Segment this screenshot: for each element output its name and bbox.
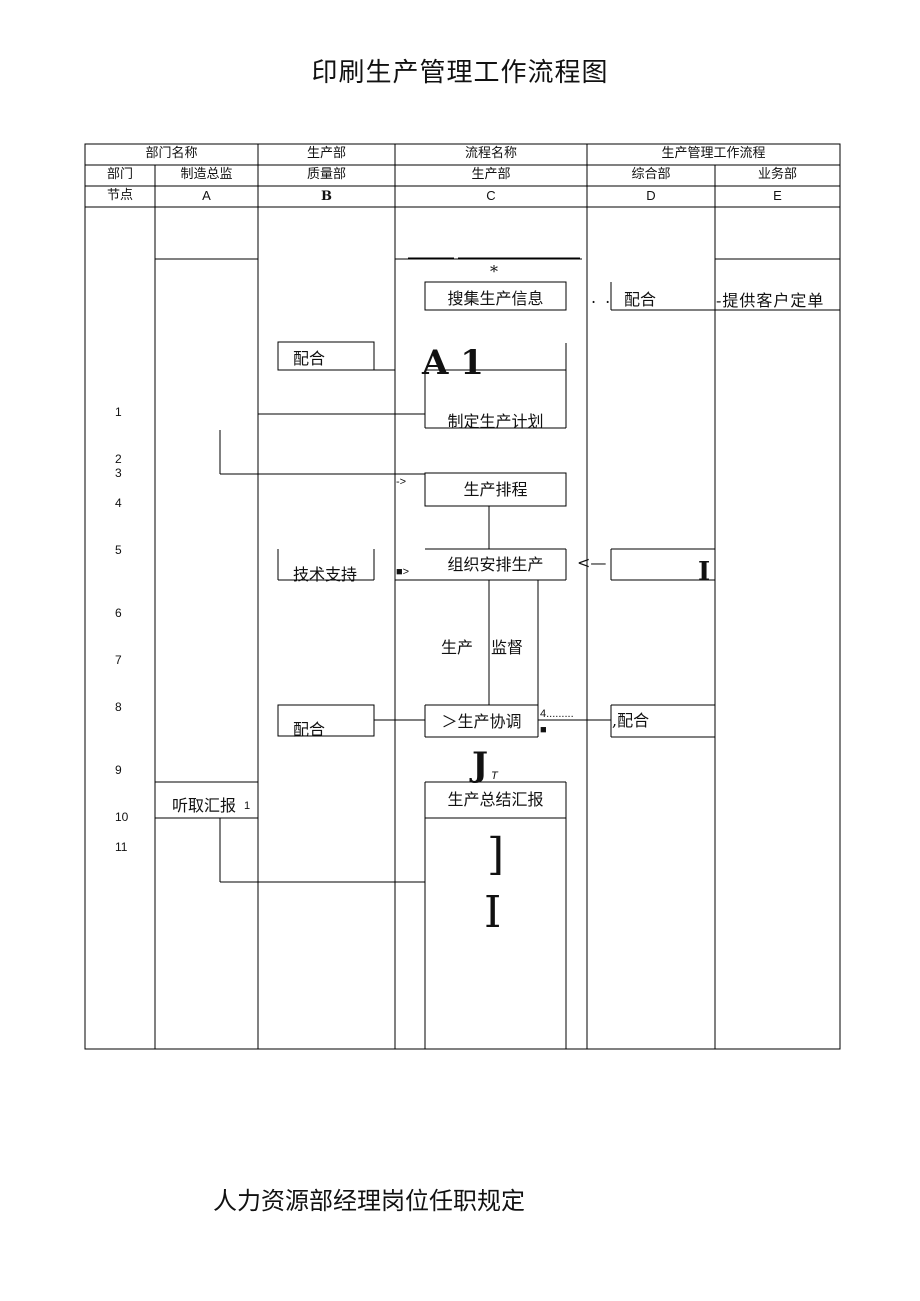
col-c-letter: C	[486, 188, 496, 203]
organize-node: 组织安排生产	[447, 555, 544, 574]
schedule-box	[424, 472, 567, 507]
four-dots-mark: 4.........	[540, 708, 574, 720]
make-plan-node: 制定生产计划	[447, 412, 544, 431]
dept-name-label: 部门名称	[145, 146, 198, 161]
arrow-organize: ■>	[396, 566, 410, 578]
dept-label: 部门	[106, 167, 133, 182]
row-number: 11	[115, 840, 128, 854]
collect-info-box	[424, 281, 567, 311]
row-number: 8	[115, 700, 122, 714]
row-number: 1	[115, 405, 122, 419]
process-name-value: 生产管理工作流程	[661, 146, 766, 161]
a1-mark: A 1	[422, 343, 484, 383]
col-b-letter: B	[321, 189, 332, 204]
col-d-letter: D	[646, 188, 656, 203]
collect-info-node: 搜集生产信息	[447, 289, 544, 308]
row-number: 9	[115, 763, 122, 777]
dept-name-value: 生产部	[306, 146, 346, 161]
row-number: 4	[115, 496, 122, 510]
node-label: 节点	[106, 188, 133, 203]
tech-support-node: 技术支持	[293, 565, 358, 584]
row-number: 3	[115, 466, 122, 480]
process-name-label: 流程名称	[464, 146, 517, 161]
square-mark: ■	[540, 724, 547, 736]
document-title: 印刷生产管理工作流程图	[311, 58, 609, 88]
listen-report-node: 听取汇报	[172, 796, 237, 815]
bar-c-mark: I	[484, 887, 502, 938]
row-number: 7	[115, 653, 122, 667]
row-number: 10	[115, 810, 129, 824]
col-b-dept: 质量部	[306, 167, 346, 182]
row-number: 5	[115, 543, 122, 557]
listen-sub-mark: 1	[244, 800, 251, 812]
arrow-left-mark: <—	[577, 553, 607, 572]
arrow-schedule: ->	[396, 476, 407, 488]
table-border	[84, 143, 841, 1050]
col-e-letter: E	[773, 188, 782, 203]
t-mark: T	[491, 770, 498, 782]
bracket-mark: ]	[487, 829, 505, 880]
provide-order-node: -提供客户定单	[716, 291, 825, 310]
section-heading: 人力资源部经理岗位任职规定	[213, 1187, 525, 1215]
asterisk-mark: *	[490, 262, 498, 281]
report-summary-node: 生产总结汇报	[447, 790, 544, 809]
row-number: 2	[115, 452, 122, 466]
col-e-dept: 业务部	[757, 167, 797, 182]
col-c-dept: 生产部	[471, 167, 511, 182]
schedule-node: 生产排程	[463, 480, 528, 499]
cooperate-d2-node: ,配合	[612, 711, 650, 730]
col-a-letter: A	[202, 188, 211, 203]
row-number: 6	[115, 606, 122, 620]
cooperate-b1-node: 配合	[293, 349, 326, 368]
j-mark: J	[472, 745, 489, 785]
supervise-node: 监督	[491, 638, 524, 657]
cooperate-d1-node: 配合	[624, 290, 657, 309]
col-a-dept: 制造总监	[180, 167, 233, 182]
cooperate-b1-box	[277, 341, 375, 371]
production-node: 生产	[441, 638, 474, 657]
dots-mark: . .	[591, 288, 613, 307]
coordinate-node: ＞生产协调	[441, 712, 522, 731]
col-d-dept: 综合部	[631, 167, 671, 182]
cooperate-b2-node: 配合	[293, 720, 326, 739]
bar-d-mark: I	[698, 557, 711, 587]
